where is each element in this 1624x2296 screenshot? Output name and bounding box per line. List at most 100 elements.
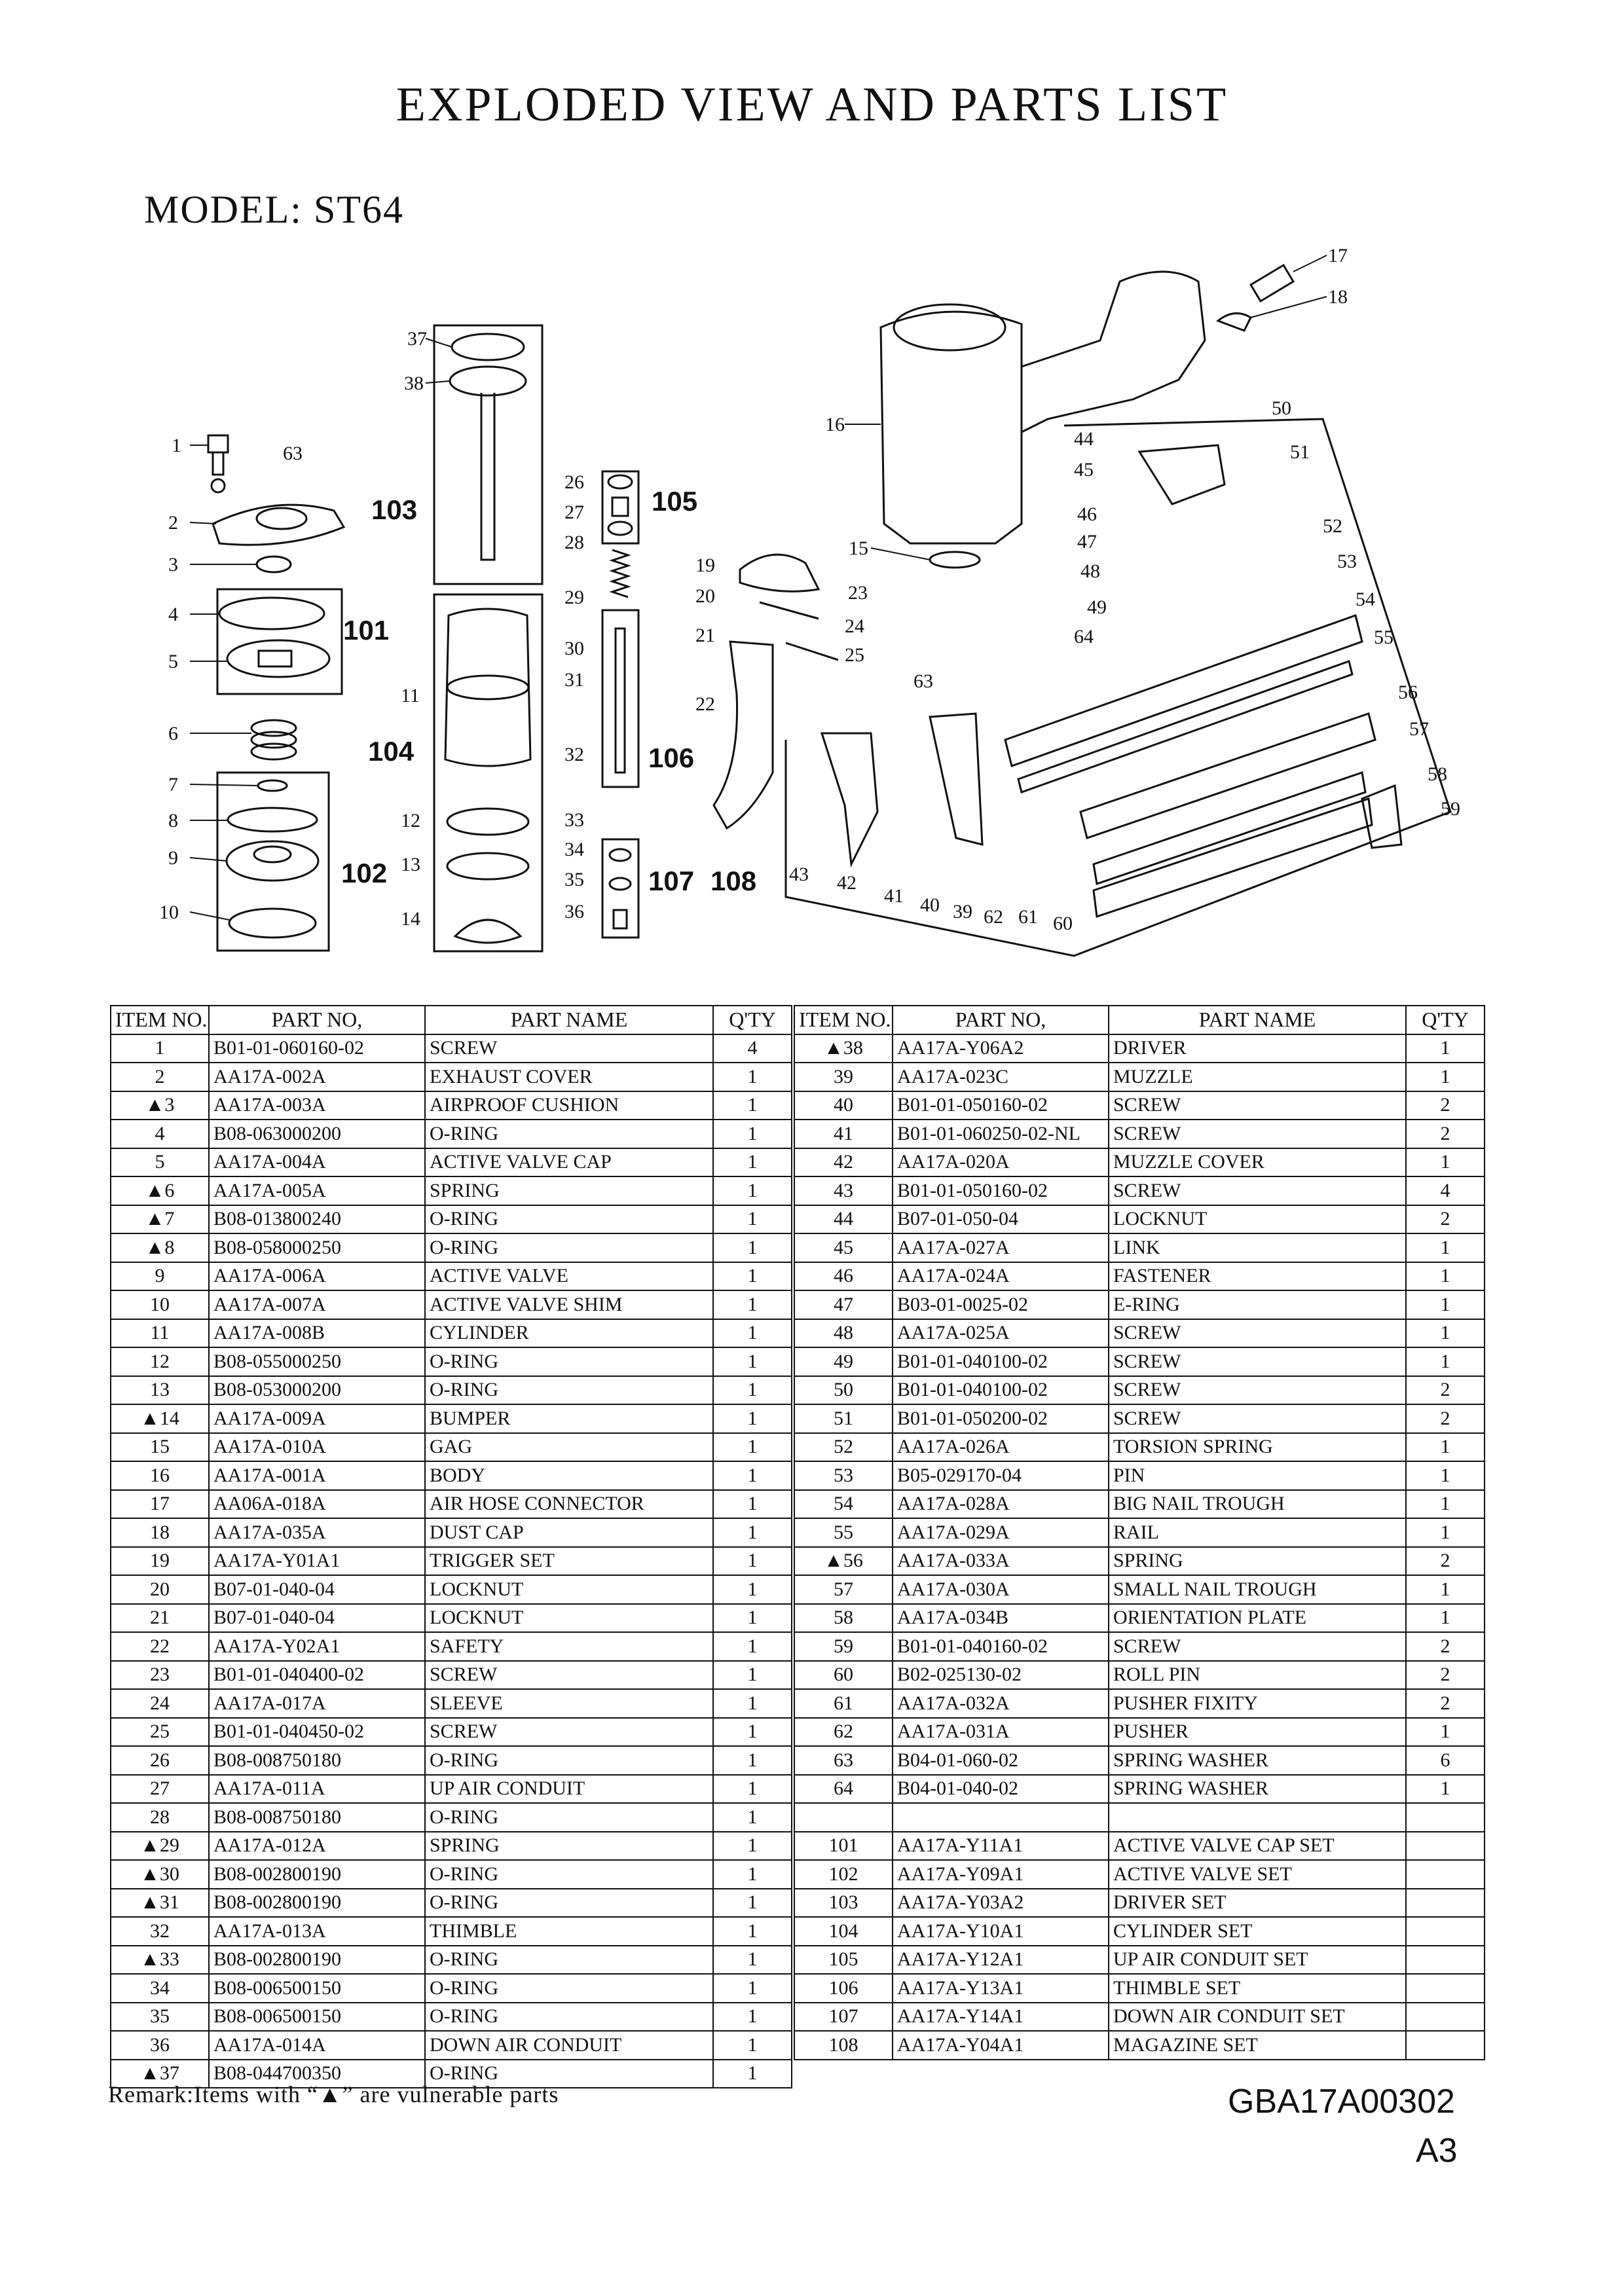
part-name-cell: ROLL PIN (1108, 1660, 1407, 1690)
item-no-cell: ▲33 (110, 1944, 210, 1975)
qty-cell: 2 (1405, 1090, 1485, 1120)
callout-34: 34 (564, 839, 584, 860)
part-no-cell: AA17A-027A (892, 1233, 1109, 1263)
callout-40: 40 (920, 894, 940, 916)
qty-cell: 1 (712, 1859, 792, 1889)
item-no-cell: 16 (110, 1461, 210, 1491)
part-no-cell: B07-01-040-04 (208, 1575, 426, 1605)
callout-10: 10 (159, 902, 179, 923)
part-name-cell: ACTIVE VALVE SET (1108, 1859, 1407, 1889)
callout-46: 46 (1077, 503, 1097, 525)
spring-6-shape (250, 719, 297, 737)
part-no-cell: B08-002800190 (208, 1944, 426, 1975)
callout-33: 33 (564, 809, 584, 831)
item-no-cell: 28 (110, 1802, 210, 1832)
part-no-cell: AA17A-017A (208, 1688, 426, 1719)
item-no-cell: 101 (794, 1831, 893, 1861)
part-no-cell: B04-01-040-02 (892, 1774, 1109, 1804)
part-no-cell: AA17A-012A (208, 1831, 426, 1861)
part-name-cell: LOCKNUT (424, 1603, 714, 1633)
qty-cell: 1 (712, 1290, 792, 1320)
part-no-cell: AA17A-001A (208, 1461, 426, 1491)
part-no-cell: B07-01-040-04 (208, 1603, 426, 1633)
qty-cell: 1 (712, 1233, 792, 1263)
part-name-cell: GAG (424, 1432, 714, 1462)
callout-39: 39 (953, 901, 972, 922)
part-no-cell: B01-01-060160-02 (208, 1033, 426, 1063)
callout-59: 59 (1441, 798, 1460, 820)
item-no-cell: 39 (794, 1062, 893, 1092)
qty-cell: 2 (1405, 1375, 1485, 1405)
callout-52: 52 (1323, 515, 1342, 537)
callout-47: 47 (1077, 531, 1097, 553)
callout-19: 19 (695, 555, 715, 576)
part-name-cell: SCREW (1108, 1347, 1407, 1377)
item-no-cell: 18 (110, 1518, 210, 1548)
box-103 (433, 324, 544, 585)
callout-41: 41 (884, 885, 904, 907)
callout-64: 64 (1074, 626, 1094, 647)
item-no-cell: 50 (794, 1375, 893, 1405)
part-name-cell: PIN (1108, 1461, 1407, 1491)
part-no-cell: AA17A-034B (892, 1603, 1109, 1633)
qty-cell: 1 (1405, 1261, 1485, 1291)
part-name-cell: ACTIVE VALVE SHIM (424, 1290, 714, 1320)
part-no-cell: B01-01-040100-02 (892, 1375, 1109, 1405)
part-name-cell: MAGAZINE SET (1108, 2030, 1407, 2060)
item-no-cell: 59 (794, 1631, 893, 1662)
qty-cell: 1 (712, 1119, 792, 1149)
part-no-cell: AA17A-Y06A2 (892, 1033, 1109, 1063)
qty-cell (1405, 1887, 1485, 1918)
part-name-cell: O-RING (424, 1973, 714, 2003)
callout-60: 60 (1053, 913, 1073, 934)
qty-cell: 1 (1405, 1147, 1485, 1177)
callout-6: 6 (168, 723, 178, 744)
qty-cell: 1 (1405, 1518, 1485, 1548)
qty-cell: 1 (1405, 1489, 1485, 1519)
qty-cell: 1 (1405, 1290, 1485, 1320)
item-no-cell: 19 (110, 1546, 210, 1576)
callout-57: 57 (1409, 718, 1429, 740)
box-102 (216, 771, 330, 952)
qty-cell: 1 (712, 1432, 792, 1462)
qty-cell: 1 (712, 1261, 792, 1291)
connector-shape (1249, 263, 1295, 303)
part-name-cell: SCREW (1108, 1631, 1407, 1662)
item-no-cell: 15 (110, 1432, 210, 1462)
item-no-cell: 2 (110, 1062, 210, 1092)
part-name-cell: SCREW (424, 1660, 714, 1690)
part-name-cell: UP AIR CONDUIT (424, 1774, 714, 1804)
item-no-cell: 63 (794, 1745, 893, 1776)
trigger-shape (739, 553, 821, 592)
part-no-cell: AA17A-028A (892, 1489, 1109, 1519)
part-no-cell: B04-01-060-02 (892, 1745, 1109, 1776)
qty-cell: 1 (712, 1603, 792, 1633)
item-no-cell: 51 (794, 1404, 893, 1434)
item-no-cell: 44 (794, 1204, 893, 1234)
callout-13: 13 (401, 854, 420, 875)
item-callouts: 1 2 3 4 5 6 7 8 9 10 11 12 13 14 15 16 1… (159, 245, 1460, 934)
part-name-cell: SPRING (1108, 1546, 1407, 1576)
part-name-cell: SPRING WASHER (1108, 1745, 1407, 1776)
part-no-cell: B08-053000200 (208, 1375, 426, 1405)
item-no-cell (794, 1802, 893, 1832)
part-no-cell: AA17A-024A (892, 1261, 1109, 1291)
header-qty: Q'TY (1405, 1005, 1485, 1035)
part-name-cell: BIG NAIL TROUGH (1108, 1489, 1407, 1519)
magazine-outline (784, 418, 1452, 957)
qty-cell: 1 (712, 1176, 792, 1206)
